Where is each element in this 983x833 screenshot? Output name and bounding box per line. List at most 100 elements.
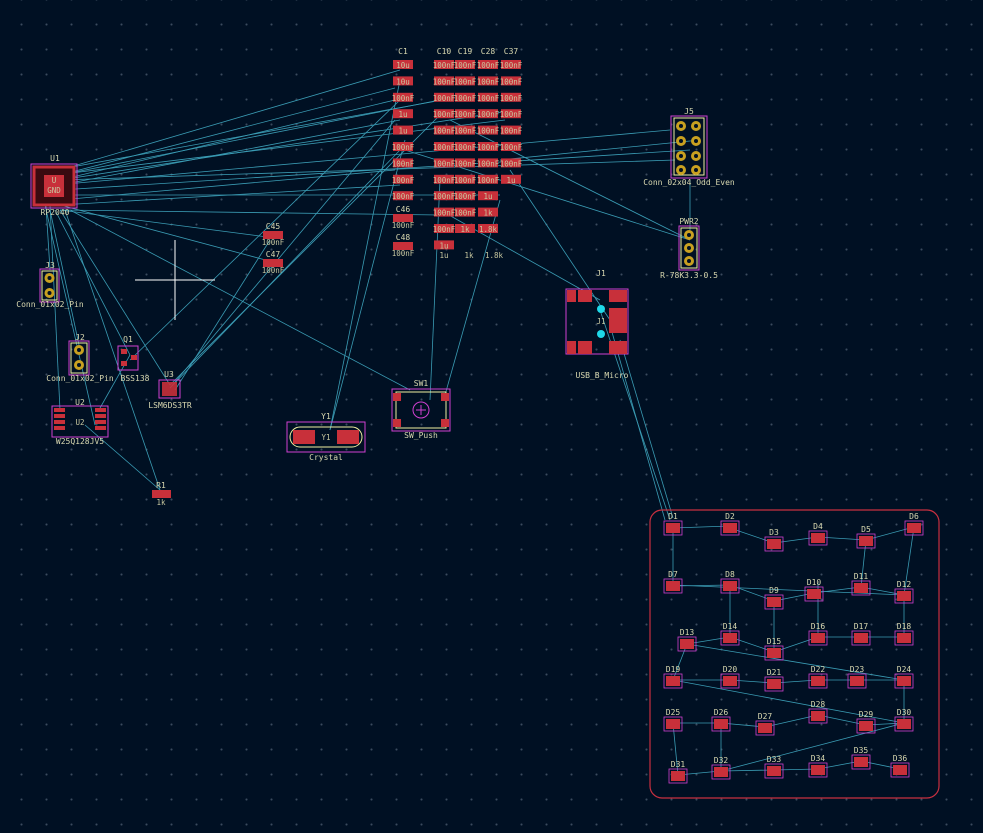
- capacitor-pad[interactable]: [393, 142, 413, 151]
- led-d13[interactable]: D13: [677, 628, 697, 652]
- led-d34[interactable]: D34: [808, 754, 828, 778]
- capacitor-pad[interactable]: [434, 125, 454, 135]
- led-d25[interactable]: D25: [663, 708, 683, 732]
- footprint-pwr2[interactable]: PWR2 R-78K3.3-0.5: [660, 217, 718, 280]
- led-d32[interactable]: D32: [711, 756, 731, 780]
- footprint-c48[interactable]: C48 100nF: [392, 233, 415, 258]
- capacitor-pad[interactable]: [393, 158, 413, 168]
- capacitor-pad[interactable]: [393, 125, 413, 135]
- led-d28[interactable]: D28: [808, 700, 828, 724]
- led-d29[interactable]: D29: [856, 710, 876, 734]
- capacitor-pad[interactable]: [434, 174, 454, 184]
- capacitor-pad[interactable]: [455, 92, 475, 102]
- capacitor-pad[interactable]: [455, 174, 475, 184]
- led-d16[interactable]: D16: [808, 622, 828, 646]
- capacitor-pad[interactable]: [434, 158, 454, 168]
- led-d19[interactable]: D19: [663, 665, 683, 689]
- led-d21[interactable]: D21: [764, 668, 784, 692]
- footprint-r1[interactable]: R1 1k: [152, 481, 171, 507]
- led-d35[interactable]: D35: [851, 746, 871, 770]
- led-d31[interactable]: D31: [668, 760, 688, 784]
- cap-column-c10[interactable]: C10100nF100nF100nF100nF100nF100nF100nF10…: [433, 47, 456, 250]
- capacitor-pad[interactable]: [478, 60, 498, 69]
- led-d10[interactable]: D10: [804, 578, 824, 602]
- led-d15[interactable]: D15: [764, 637, 784, 661]
- footprint-j2[interactable]: J2 Conn_01x02_Pin: [46, 333, 114, 383]
- capacitor-pad[interactable]: [434, 76, 454, 86]
- capacitor-pad[interactable]: [434, 207, 454, 217]
- capacitor-pad[interactable]: [393, 191, 413, 201]
- led-d12[interactable]: D12: [894, 580, 914, 604]
- capacitor-pad[interactable]: [434, 60, 454, 69]
- footprint-c47[interactable]: C47 100nF: [262, 250, 285, 275]
- led-d7[interactable]: D7: [663, 570, 683, 594]
- led-d23[interactable]: D23: [847, 665, 867, 689]
- capacitor-pad[interactable]: [478, 125, 498, 135]
- capacitor-pad[interactable]: [393, 109, 413, 119]
- capacitor-pad[interactable]: [501, 76, 521, 86]
- footprint-j5[interactable]: J5 Conn_02x04_Odd_Even: [643, 107, 735, 187]
- led-d9[interactable]: D9: [764, 586, 784, 610]
- capacitor-pad[interactable]: [455, 158, 475, 168]
- capacitor-pad[interactable]: [478, 207, 498, 217]
- capacitor-pad[interactable]: [478, 76, 498, 86]
- capacitor-pad[interactable]: [455, 224, 475, 233]
- footprint-u1[interactable]: U1 U GND RP2040: [30, 154, 78, 217]
- led-d17[interactable]: D17: [851, 622, 871, 646]
- led-d30[interactable]: D30: [894, 708, 914, 732]
- footprint-u3[interactable]: U3 LSM6DS3TR: [148, 370, 192, 410]
- led-d24[interactable]: D24: [894, 665, 914, 689]
- led-d26[interactable]: D26: [711, 708, 731, 732]
- cap-column-c28[interactable]: C28100nF100nF100nF100nF100nF100nF100nF10…: [477, 47, 500, 234]
- capacitor-pad[interactable]: [478, 109, 498, 119]
- footprint-j1[interactable]: J1 J1 USB_B_Micro: [565, 269, 629, 380]
- footprint-c45[interactable]: C45 100nF: [262, 222, 285, 247]
- capacitor-pad[interactable]: [478, 158, 498, 168]
- capacitor-pad[interactable]: [434, 109, 454, 119]
- led-d8[interactable]: D8: [720, 570, 740, 594]
- capacitor-pad[interactable]: [434, 92, 454, 102]
- capacitor-pad[interactable]: [393, 76, 413, 86]
- led-d18[interactable]: D18: [894, 622, 914, 646]
- capacitor-pad[interactable]: [434, 191, 454, 201]
- capacitor-pad[interactable]: [501, 174, 521, 184]
- led-d2[interactable]: D2: [720, 512, 740, 536]
- led-d4[interactable]: D4: [808, 522, 828, 546]
- capacitor-pad[interactable]: [434, 240, 454, 250]
- capacitor-pad[interactable]: [393, 92, 413, 102]
- cap-column-c19[interactable]: C19100nF100nF100nF100nF100nF100nF100nF10…: [454, 47, 477, 234]
- footprint-c46[interactable]: C46 100nF: [392, 205, 415, 230]
- capacitor-pad[interactable]: [478, 92, 498, 102]
- capacitor-pad[interactable]: [478, 174, 498, 184]
- capacitor-pad[interactable]: [393, 174, 413, 184]
- capacitor-pad[interactable]: [393, 60, 413, 69]
- led-d36[interactable]: D36: [890, 754, 910, 778]
- capacitor-pad[interactable]: [501, 142, 521, 151]
- capacitor-pad[interactable]: [434, 224, 454, 233]
- capacitor-pad[interactable]: [478, 142, 498, 151]
- led-d11[interactable]: D11: [851, 572, 871, 596]
- capacitor-pad[interactable]: [455, 109, 475, 119]
- capacitor-pad[interactable]: [434, 142, 454, 151]
- capacitor-pad[interactable]: [501, 158, 521, 168]
- capacitor-pad[interactable]: [501, 109, 521, 119]
- capacitor-pad[interactable]: [501, 60, 521, 69]
- capacitor-pad[interactable]: [455, 76, 475, 86]
- capacitor-pad[interactable]: [455, 125, 475, 135]
- led-d1[interactable]: D1: [663, 512, 683, 536]
- capacitor-pad[interactable]: [478, 191, 498, 201]
- footprint-u2[interactable]: U2 U2 W25Q128JV5: [51, 398, 109, 446]
- footprint-sw1[interactable]: SW1 SW_Push: [391, 379, 451, 440]
- footprint-j3[interactable]: J3 Conn_01x02_Pin: [16, 261, 84, 309]
- led-d27[interactable]: D27: [755, 712, 775, 736]
- capacitor-pad[interactable]: [501, 92, 521, 102]
- capacitor-pad[interactable]: [501, 125, 521, 135]
- led-d6[interactable]: D6: [904, 512, 924, 536]
- led-d33[interactable]: D33: [764, 755, 784, 779]
